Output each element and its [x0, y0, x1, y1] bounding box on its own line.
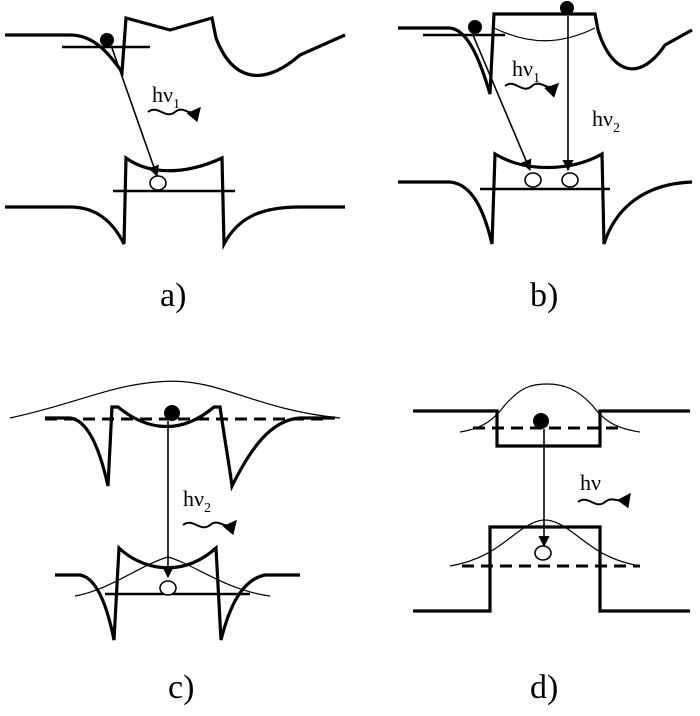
wavefunction-lower-c	[74, 556, 271, 597]
valence-band-c	[55, 544, 300, 641]
conduction-band-d	[413, 409, 690, 448]
panel-b: hν1 hν2 b)	[398, 1, 693, 314]
photon-wave-b1	[504, 82, 559, 98]
transition-arrow-b1	[472, 34, 532, 172]
valence-band-d	[413, 525, 690, 613]
hole-b2	[561, 172, 579, 188]
photon-wave-c	[182, 519, 237, 536]
photon-wave-d	[577, 492, 631, 509]
wavefunction-upper-d	[459, 383, 641, 433]
wavefunction-upper-c	[9, 380, 341, 419]
panel-label-a: a)	[160, 277, 186, 314]
hole-a	[149, 175, 167, 191]
photon-label-d: hν	[580, 470, 601, 495]
conduction-band-c	[45, 405, 335, 492]
panel-c: hν2 c)	[9, 380, 341, 706]
electron-c	[164, 405, 180, 421]
hole-b1	[524, 172, 542, 188]
electron-b2	[560, 1, 574, 15]
panel-d: hν d)	[413, 383, 690, 706]
electron-a	[100, 33, 114, 47]
hole-d	[534, 545, 552, 561]
panel-label-b: b)	[530, 277, 558, 314]
barrier-curve-b	[493, 27, 596, 42]
hole-c	[159, 580, 177, 596]
panel-label-c: c)	[168, 669, 194, 706]
photon-wave-a	[147, 106, 201, 123]
photon-label-a: hν1	[152, 82, 180, 112]
conduction-band-b	[398, 12, 693, 95]
photon-label-b2: hν2	[592, 106, 620, 136]
transition-arrow-a	[111, 47, 159, 178]
conduction-band-a	[5, 15, 346, 77]
panel-label-d: d)	[530, 669, 558, 706]
electron-b1	[468, 20, 482, 34]
valence-band-a	[5, 154, 345, 251]
photon-label-b1: hν1	[512, 56, 540, 86]
electron-d	[533, 413, 549, 429]
wavefunction-lower-d	[449, 519, 641, 567]
panel-a: hν1 a)	[5, 15, 346, 314]
valence-band-b	[398, 151, 693, 245]
photon-label-c: hν2	[183, 486, 211, 516]
